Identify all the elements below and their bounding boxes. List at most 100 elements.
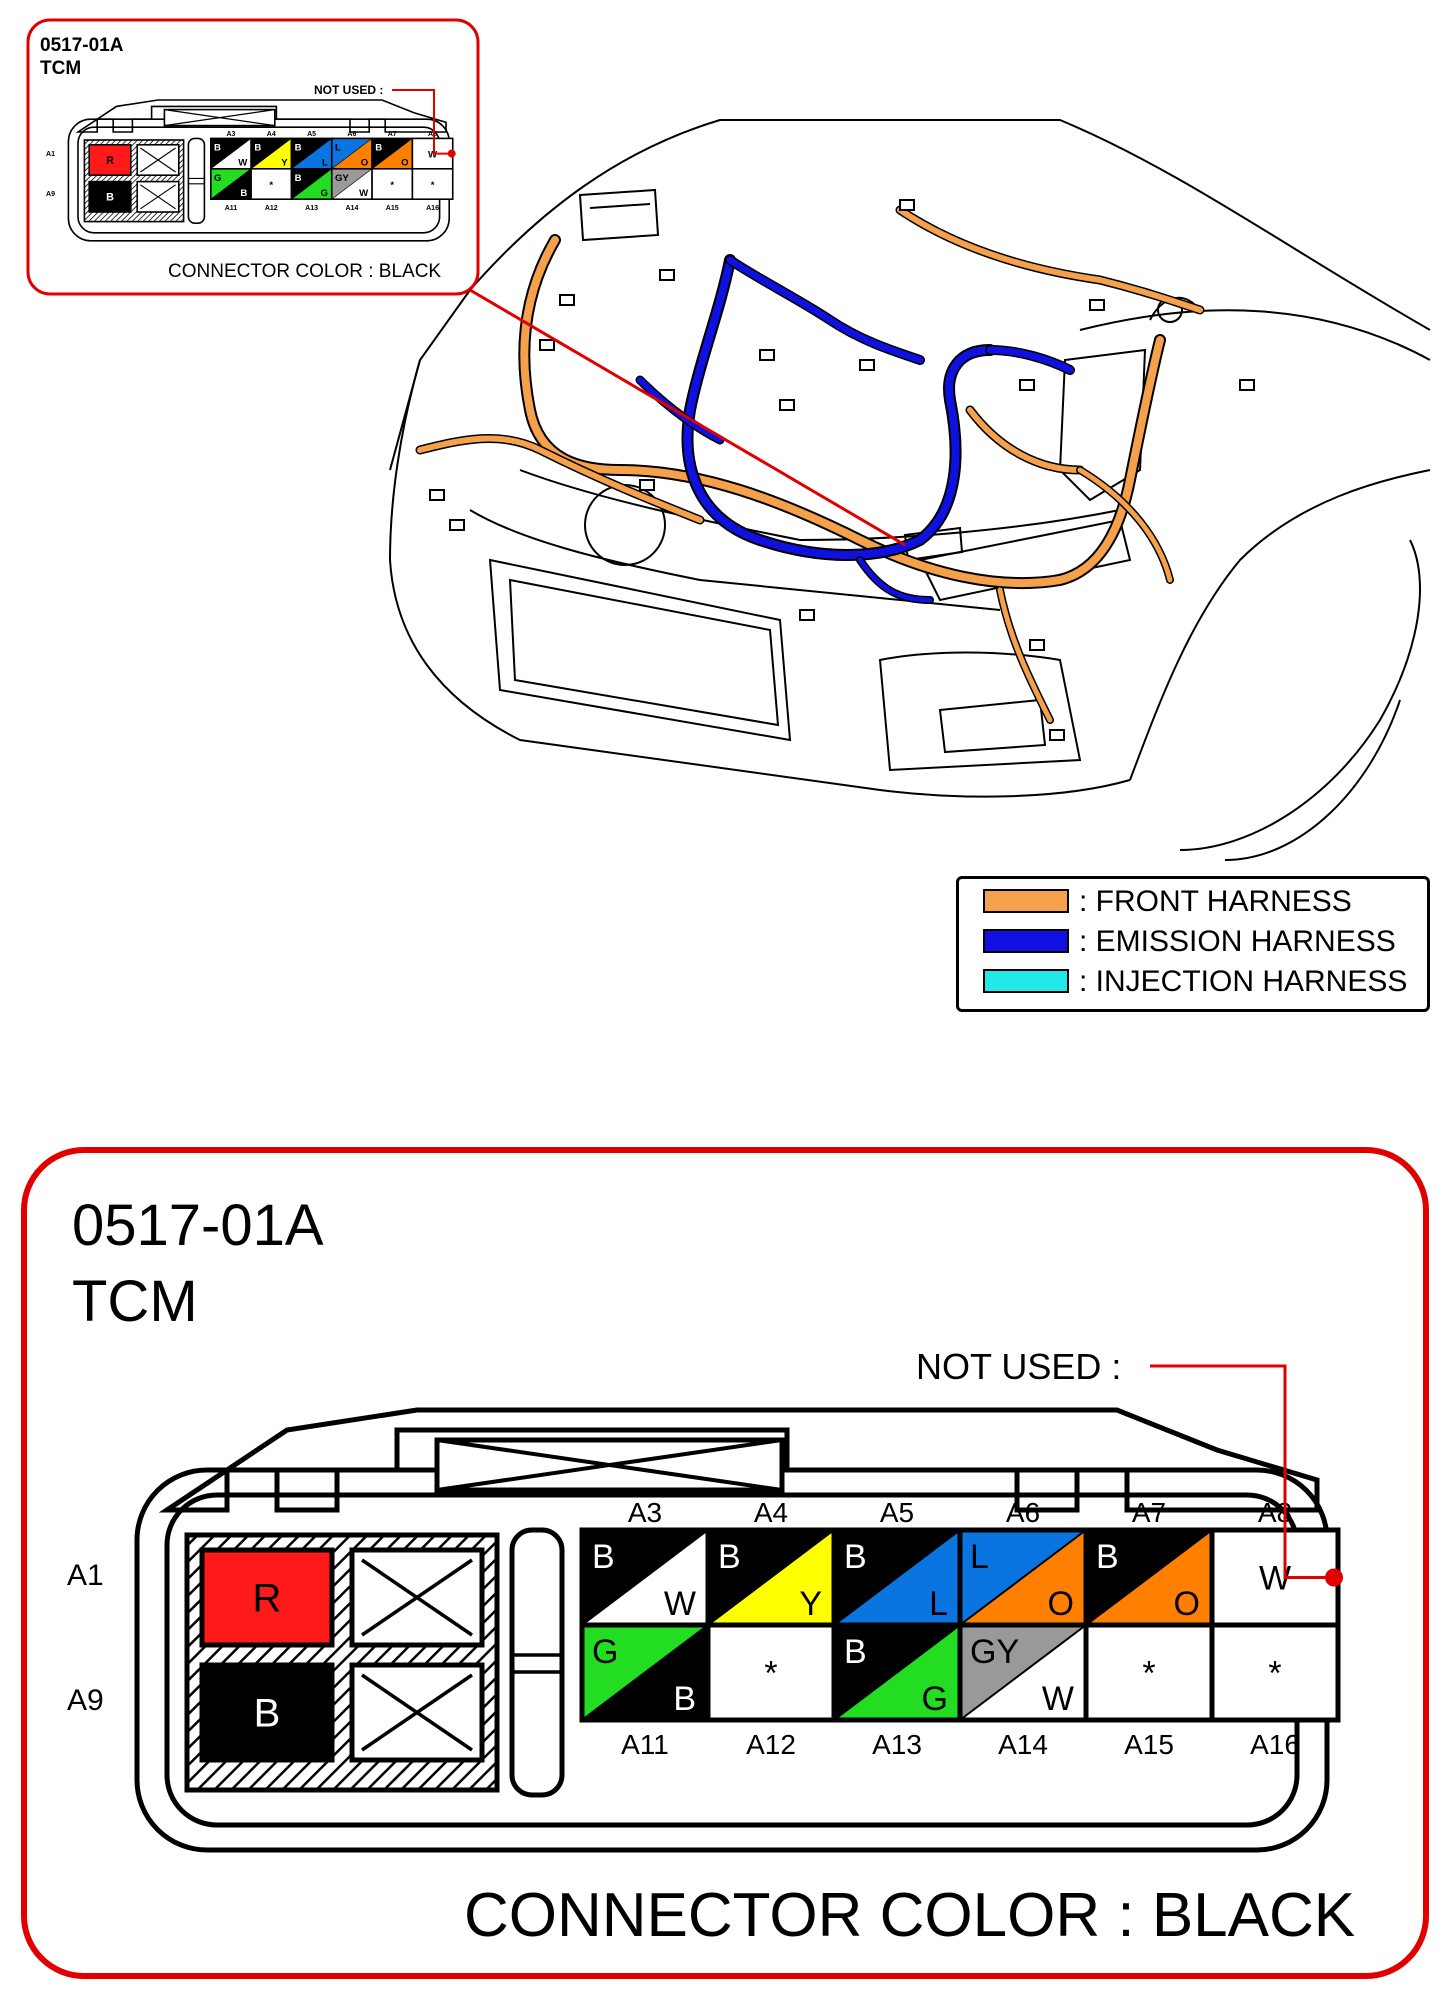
not-used-pointer	[1150, 1364, 1336, 1579]
big-pin-cell-a15-bg	[1086, 1625, 1212, 1720]
small-connector-color-label: CONNECTOR COLOR : BLACK	[168, 261, 442, 282]
small-pin-label-a5: A5	[307, 131, 316, 138]
small-pin-cell-a7-color1: B	[375, 143, 382, 154]
big-pin-cell-a6-diag	[959, 1529, 1087, 1626]
small-separator	[187, 137, 206, 224]
big-latch-x2	[436, 1438, 783, 1492]
harness-legend: : FRONT HARNESS : EMISSION HARNESS : INJ…	[956, 876, 1430, 1012]
big-pin-cell-a4-diag	[707, 1529, 835, 1626]
small-pin-cell-a7-color2: O	[401, 158, 409, 169]
callout-line	[469, 288, 906, 547]
small-pin-cell-a5-color2: L	[322, 158, 328, 169]
big-pin-cell-a3-color1: B	[592, 1538, 615, 1576]
big-pin-label-a7: A7	[1132, 1497, 1166, 1528]
legend-swatch-emission	[983, 929, 1069, 953]
big-pin-cell-a5-color1: B	[844, 1538, 867, 1576]
small-empty-cell-1	[136, 180, 180, 213]
big-pin-cell-a12-bg	[708, 1625, 834, 1720]
legend-swatch-front	[983, 889, 1069, 913]
small-pin-cell-a14-color1: GY	[335, 173, 349, 184]
small-left-wire-a9: B	[106, 192, 114, 204]
big-pin-cell-a15-color1: *	[1142, 1655, 1155, 1693]
small-not-used-label: NOT USED :	[314, 83, 384, 97]
big-pin-label-a16: A16	[1250, 1729, 1300, 1760]
small-pin-label-a7: A7	[388, 131, 397, 138]
small-side-label-top: A1	[46, 151, 55, 158]
legend-swatch-injection	[983, 969, 1069, 993]
big-left-wire-a9: B	[254, 1692, 281, 1736]
big-pin-label-a13: A13	[872, 1729, 922, 1760]
small-pin-cell-a13-color1: B	[295, 173, 302, 184]
big-pin-cell-a11-color1: G	[592, 1633, 618, 1671]
big-pin-label-a5: A5	[880, 1497, 914, 1528]
big-empty-cell-x2-0	[361, 1558, 473, 1637]
small-pin-cell-a3-color2: W	[238, 158, 248, 169]
big-pin-label-a3: A3	[628, 1497, 662, 1528]
big-pin-label-a4: A4	[754, 1497, 788, 1528]
small-pin-cell-a12-color1: *	[269, 180, 273, 191]
small-pin-cell-a8-color1: W	[428, 149, 438, 160]
small-pin-cell-a4-diag	[250, 138, 292, 170]
big-pin-cell-a14-color2: W	[1042, 1680, 1074, 1718]
small-pin-label-a3: A3	[226, 131, 235, 138]
small-pin-label-a15: A15	[386, 205, 399, 212]
small-pin-label-a4: A4	[267, 131, 276, 138]
small-pin-cell-a15-bg	[372, 168, 413, 200]
big-left-cell-a9	[199, 1662, 335, 1763]
big-pin-label-a6: A6	[1006, 1497, 1040, 1528]
small-empty-cell-x2-0	[140, 147, 176, 173]
big-pin-cell-a4-color1: B	[718, 1538, 741, 1576]
big-side-label-bottom: A9	[67, 1684, 104, 1717]
small-pin-cell-a6-diag	[331, 138, 373, 170]
big-pin-cell-a14-color1: GY	[970, 1633, 1019, 1671]
harness-connectors	[429, 199, 1255, 741]
big-pin-cell-a16-bg	[1212, 1625, 1338, 1720]
big-pin-cell-a7-color1: B	[1096, 1538, 1119, 1576]
small-pin-cell-a16	[411, 168, 454, 201]
legend-label-injection: : INJECTION HARNESS	[1079, 965, 1408, 998]
big-pin-cell-a12-color1: *	[764, 1655, 777, 1693]
small-housing-top	[75, 99, 447, 133]
small-pin-cell-a11-diag	[210, 168, 252, 200]
small-pin-label-a14: A14	[345, 205, 358, 212]
not-used-dot	[1325, 1568, 1343, 1587]
small-pin-label-a13: A13	[305, 205, 318, 212]
big-pin-cell-a6-color2: O	[1048, 1585, 1074, 1623]
connector-code: 0517-01A	[72, 1193, 324, 1258]
not-used-label: NOT USED :	[916, 1346, 1122, 1387]
big-pin-cell-a16	[1209, 1622, 1341, 1723]
big-left-wire-a1: R	[253, 1577, 282, 1621]
big-pin-cell-a3-color2: W	[664, 1585, 696, 1623]
small-pin-cell-a4-color2: Y	[281, 158, 288, 169]
big-pin-label-a8: A8	[1258, 1497, 1292, 1528]
small-side-label-bottom: A9	[46, 191, 55, 198]
small-left-wire-a1: R	[106, 155, 114, 167]
small-pin-cell-a14-diag	[331, 168, 373, 200]
big-housing-top	[158, 1407, 1320, 1513]
small-pin-cell-a13-color2: G	[320, 188, 327, 199]
big-side-label-top: A1	[67, 1559, 104, 1592]
small-pin-label-a12: A12	[265, 205, 278, 212]
small-pin-label-a6: A6	[347, 131, 356, 138]
small-left-cell-a1	[88, 144, 132, 177]
connector-name: TCM	[72, 1269, 198, 1334]
small-pin-cell-a14-color2: W	[359, 188, 369, 199]
small-pin-cell-a11-color1: G	[214, 173, 221, 184]
small-connector-name: TCM	[40, 58, 82, 79]
big-pin-cell-a7-color2: O	[1174, 1585, 1200, 1623]
big-pin-cell-a6-color1: L	[970, 1538, 989, 1576]
big-pin-cell-a11-color2: B	[673, 1680, 696, 1718]
small-not-used-dot	[447, 149, 456, 158]
big-pin-label-a11: A11	[621, 1729, 669, 1760]
big-pin-cell-a7-diag	[1085, 1529, 1213, 1626]
emission-harness	[635, 254, 1075, 604]
small-pin-cell-a12-bg	[251, 168, 292, 200]
small-pin-cell-a4-color1: B	[254, 143, 261, 154]
big-pin-label-a14: A14	[998, 1729, 1048, 1760]
small-pin-label-a11: A11	[225, 205, 238, 212]
small-pin-cell-a13-diag	[291, 168, 332, 200]
small-pin-cell-a15-color1: *	[390, 180, 394, 191]
big-pin-cell-a13-diag	[833, 1624, 961, 1721]
small-pin-cell-a7-diag	[371, 138, 413, 170]
